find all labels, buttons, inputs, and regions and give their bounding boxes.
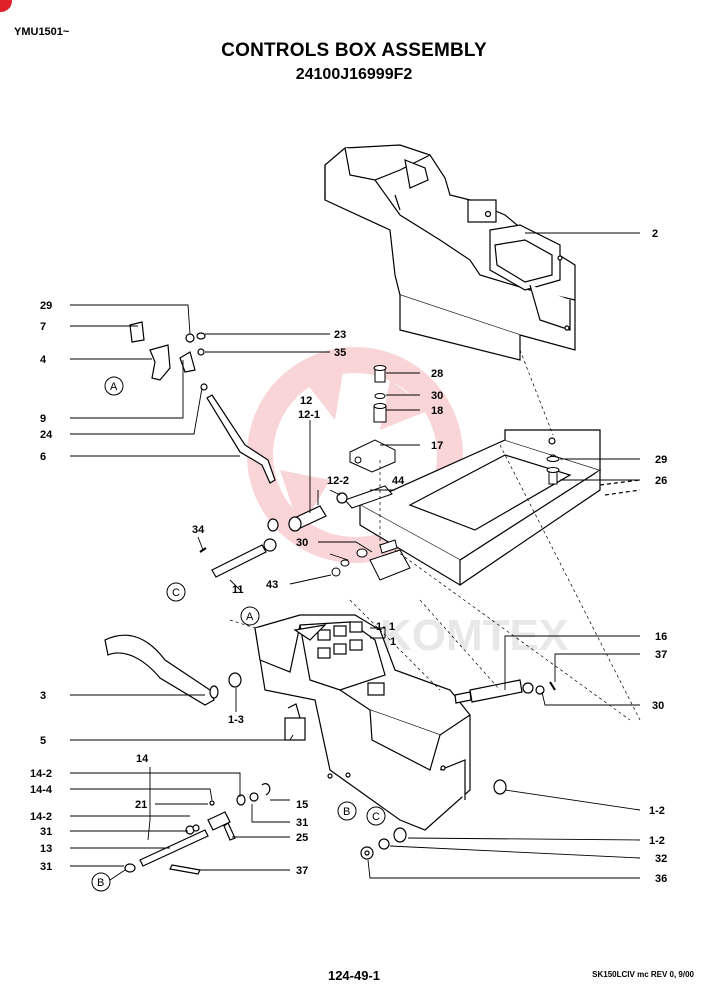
pin-group-14 bbox=[124, 783, 271, 875]
callout-24: 24 bbox=[40, 429, 53, 441]
callout-7: 7 bbox=[40, 321, 46, 333]
page-title: CONTROLS BOX ASSEMBLY bbox=[221, 40, 487, 61]
callout-30: 30 bbox=[431, 390, 443, 402]
callout-16: 16 bbox=[655, 631, 667, 643]
callout-35: 35 bbox=[334, 347, 346, 359]
small-parts-upper bbox=[344, 365, 396, 509]
svg-text:B: B bbox=[97, 877, 104, 889]
page-number: 124-49-1 bbox=[327, 968, 381, 983]
callout-14-4: 14-4 bbox=[30, 784, 53, 796]
callout-31: 31 bbox=[296, 817, 308, 829]
callout-31c: 31 bbox=[40, 861, 52, 873]
callout-1-3: 1-3 bbox=[228, 714, 244, 726]
gas-spring-16 bbox=[454, 679, 556, 704]
alignment-lines bbox=[229, 349, 641, 721]
watermark-text: KOMTEX bbox=[380, 611, 568, 660]
document-code: YMU1501~ bbox=[14, 26, 70, 38]
callout-43: 43 bbox=[266, 579, 278, 591]
svg-text:B: B bbox=[343, 806, 350, 818]
callout-1: 1 bbox=[390, 636, 396, 648]
callout-32: 32 bbox=[655, 853, 667, 865]
callout-1-2a: 1-2 bbox=[649, 805, 665, 817]
bolt-26 bbox=[546, 456, 560, 485]
callout-6: 6 bbox=[40, 451, 46, 463]
callout-14-2b: 14-2 bbox=[30, 811, 52, 823]
callout-labels: 2 29 7 4 9 24 6 23 35 28 30 18 17 12 12-… bbox=[30, 228, 667, 885]
callout-26: 26 bbox=[655, 475, 667, 487]
callout-31b: 31 bbox=[40, 826, 52, 838]
callout-12-2: 12-2 bbox=[327, 475, 349, 487]
callout-29: 29 bbox=[40, 300, 52, 312]
callout-14: 14 bbox=[136, 753, 149, 765]
upper-console-housing bbox=[324, 144, 576, 361]
reference-mark-c-lower: C bbox=[366, 806, 386, 826]
callout-3: 3 bbox=[40, 690, 46, 702]
callout-12-1: 12-1 bbox=[298, 409, 320, 421]
callout-15: 15 bbox=[296, 799, 308, 811]
switch-5 bbox=[284, 703, 306, 741]
callout-37b: 37 bbox=[296, 865, 308, 877]
callout-28: 28 bbox=[431, 368, 443, 380]
callout-23: 23 bbox=[334, 329, 346, 341]
svg-text:A: A bbox=[110, 381, 118, 393]
callout-14-2: 14-2 bbox=[30, 768, 52, 780]
callout-4: 4 bbox=[40, 354, 47, 366]
callout-13: 13 bbox=[40, 843, 52, 855]
revision-note: SK150LCIV mc REV 0, 9/00 bbox=[592, 970, 694, 979]
callout-9: 9 bbox=[40, 413, 46, 425]
svg-text:A: A bbox=[246, 611, 254, 623]
bushings-1-2 bbox=[360, 779, 507, 860]
callout-1-1: 1- 1 bbox=[376, 621, 395, 633]
callout-5: 5 bbox=[40, 735, 46, 747]
svg-text:C: C bbox=[172, 587, 180, 599]
reference-mark-a-upper: A bbox=[104, 376, 124, 396]
svg-text:C: C bbox=[372, 811, 380, 823]
leader-lines bbox=[70, 232, 641, 881]
mounting-plate bbox=[358, 429, 641, 587]
callout-17: 17 bbox=[431, 440, 443, 452]
lever-3 bbox=[104, 634, 242, 706]
callout-11: 11 bbox=[232, 584, 244, 596]
callout-34: 34 bbox=[192, 524, 205, 536]
shaft-6-and-lever-4 bbox=[129, 321, 276, 484]
reference-mark-c-upper: C bbox=[166, 582, 186, 602]
callout-2: 2 bbox=[652, 228, 658, 240]
callout-44: 44 bbox=[392, 475, 405, 487]
callout-30b: 30 bbox=[296, 537, 308, 549]
callout-30c: 30 bbox=[652, 700, 664, 712]
callout-18: 18 bbox=[431, 405, 443, 417]
small-parts-middle bbox=[331, 539, 411, 581]
callout-1-2b: 1-2 bbox=[649, 835, 665, 847]
callout-12: 12 bbox=[300, 395, 312, 407]
reference-mark-b-left: B bbox=[91, 872, 111, 892]
shafts-11-12 bbox=[199, 492, 348, 578]
reference-mark-a-lower: A bbox=[240, 606, 260, 626]
callout-25: 25 bbox=[296, 832, 308, 844]
callout-37: 37 bbox=[655, 649, 667, 661]
part-number: 24100J16999F2 bbox=[295, 66, 413, 83]
reference-mark-b-lower: B bbox=[337, 801, 357, 821]
lower-console-box bbox=[254, 614, 471, 831]
callout-36: 36 bbox=[655, 873, 667, 885]
callout-29b: 29 bbox=[655, 454, 667, 466]
callout-21: 21 bbox=[135, 799, 147, 811]
